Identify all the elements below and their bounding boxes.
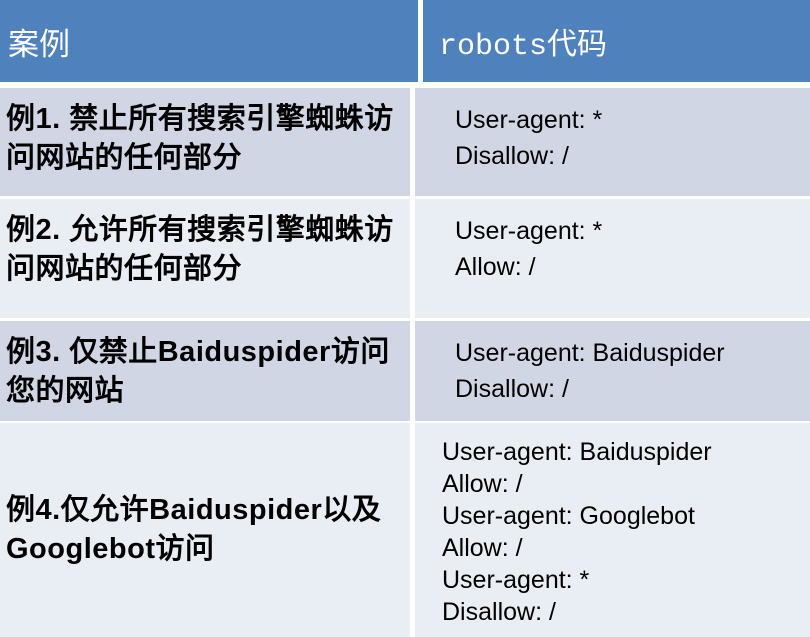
code-line: User-agent: * [455, 217, 603, 245]
code-line: User-agent: Googlebot [442, 502, 695, 530]
code-line: User-agent: Baiduspider [455, 339, 725, 367]
code-line: Allow: / [442, 534, 523, 562]
table-row-example-4: 例4.仅允许Baiduspider以及Googlebot访问 User-agen… [0, 423, 810, 637]
table-row-example-1: 例1. 禁止所有搜索引擎蜘蛛访问网站的任何部分 User-agent: * Di… [0, 88, 810, 196]
code-cell-example-3: User-agent: Baiduspider Disallow: / [415, 321, 810, 421]
case-cell-example-4: 例4.仅允许Baiduspider以及Googlebot访问 [0, 423, 410, 637]
column-divider [410, 88, 415, 196]
column-divider [410, 199, 415, 318]
code-line: Allow: / [455, 253, 536, 281]
code-line: Disallow: / [455, 375, 569, 403]
table-header-row: 案例 robots代码 [0, 0, 810, 82]
code-line: User-agent: Baiduspider [442, 438, 712, 466]
code-column-label: robots代码 [439, 29, 608, 64]
code-line: Disallow: / [442, 598, 556, 626]
code-line: Allow: / [442, 470, 523, 498]
header-cell-code: robots代码 [423, 0, 810, 82]
case-cell-example-3: 例3. 仅禁止Baiduspider访问您的网站 [0, 321, 410, 421]
column-divider [410, 423, 415, 637]
case-cell-example-1: 例1. 禁止所有搜索引擎蜘蛛访问网站的任何部分 [0, 88, 410, 196]
code-line: User-agent: * [442, 566, 590, 594]
case-column-label: 案例 [8, 26, 70, 62]
case-cell-example-2: 例2. 允许所有搜索引擎蜘蛛访问网站的任何部分 [0, 199, 410, 318]
table-row-example-3: 例3. 仅禁止Baiduspider访问您的网站 User-agent: Bai… [0, 321, 810, 421]
code-cell-example-4: User-agent: Baiduspider Allow: / User-ag… [415, 423, 810, 637]
table-row-example-2: 例2. 允许所有搜索引擎蜘蛛访问网站的任何部分 User-agent: * Al… [0, 199, 810, 318]
code-cell-example-2: User-agent: * Allow: / [415, 199, 810, 318]
code-line: Disallow: / [455, 142, 569, 170]
code-line: User-agent: * [455, 106, 603, 134]
column-divider [418, 0, 423, 82]
header-cell-case: 案例 [0, 0, 418, 82]
code-cell-example-1: User-agent: * Disallow: / [415, 88, 810, 196]
column-divider [410, 321, 415, 421]
